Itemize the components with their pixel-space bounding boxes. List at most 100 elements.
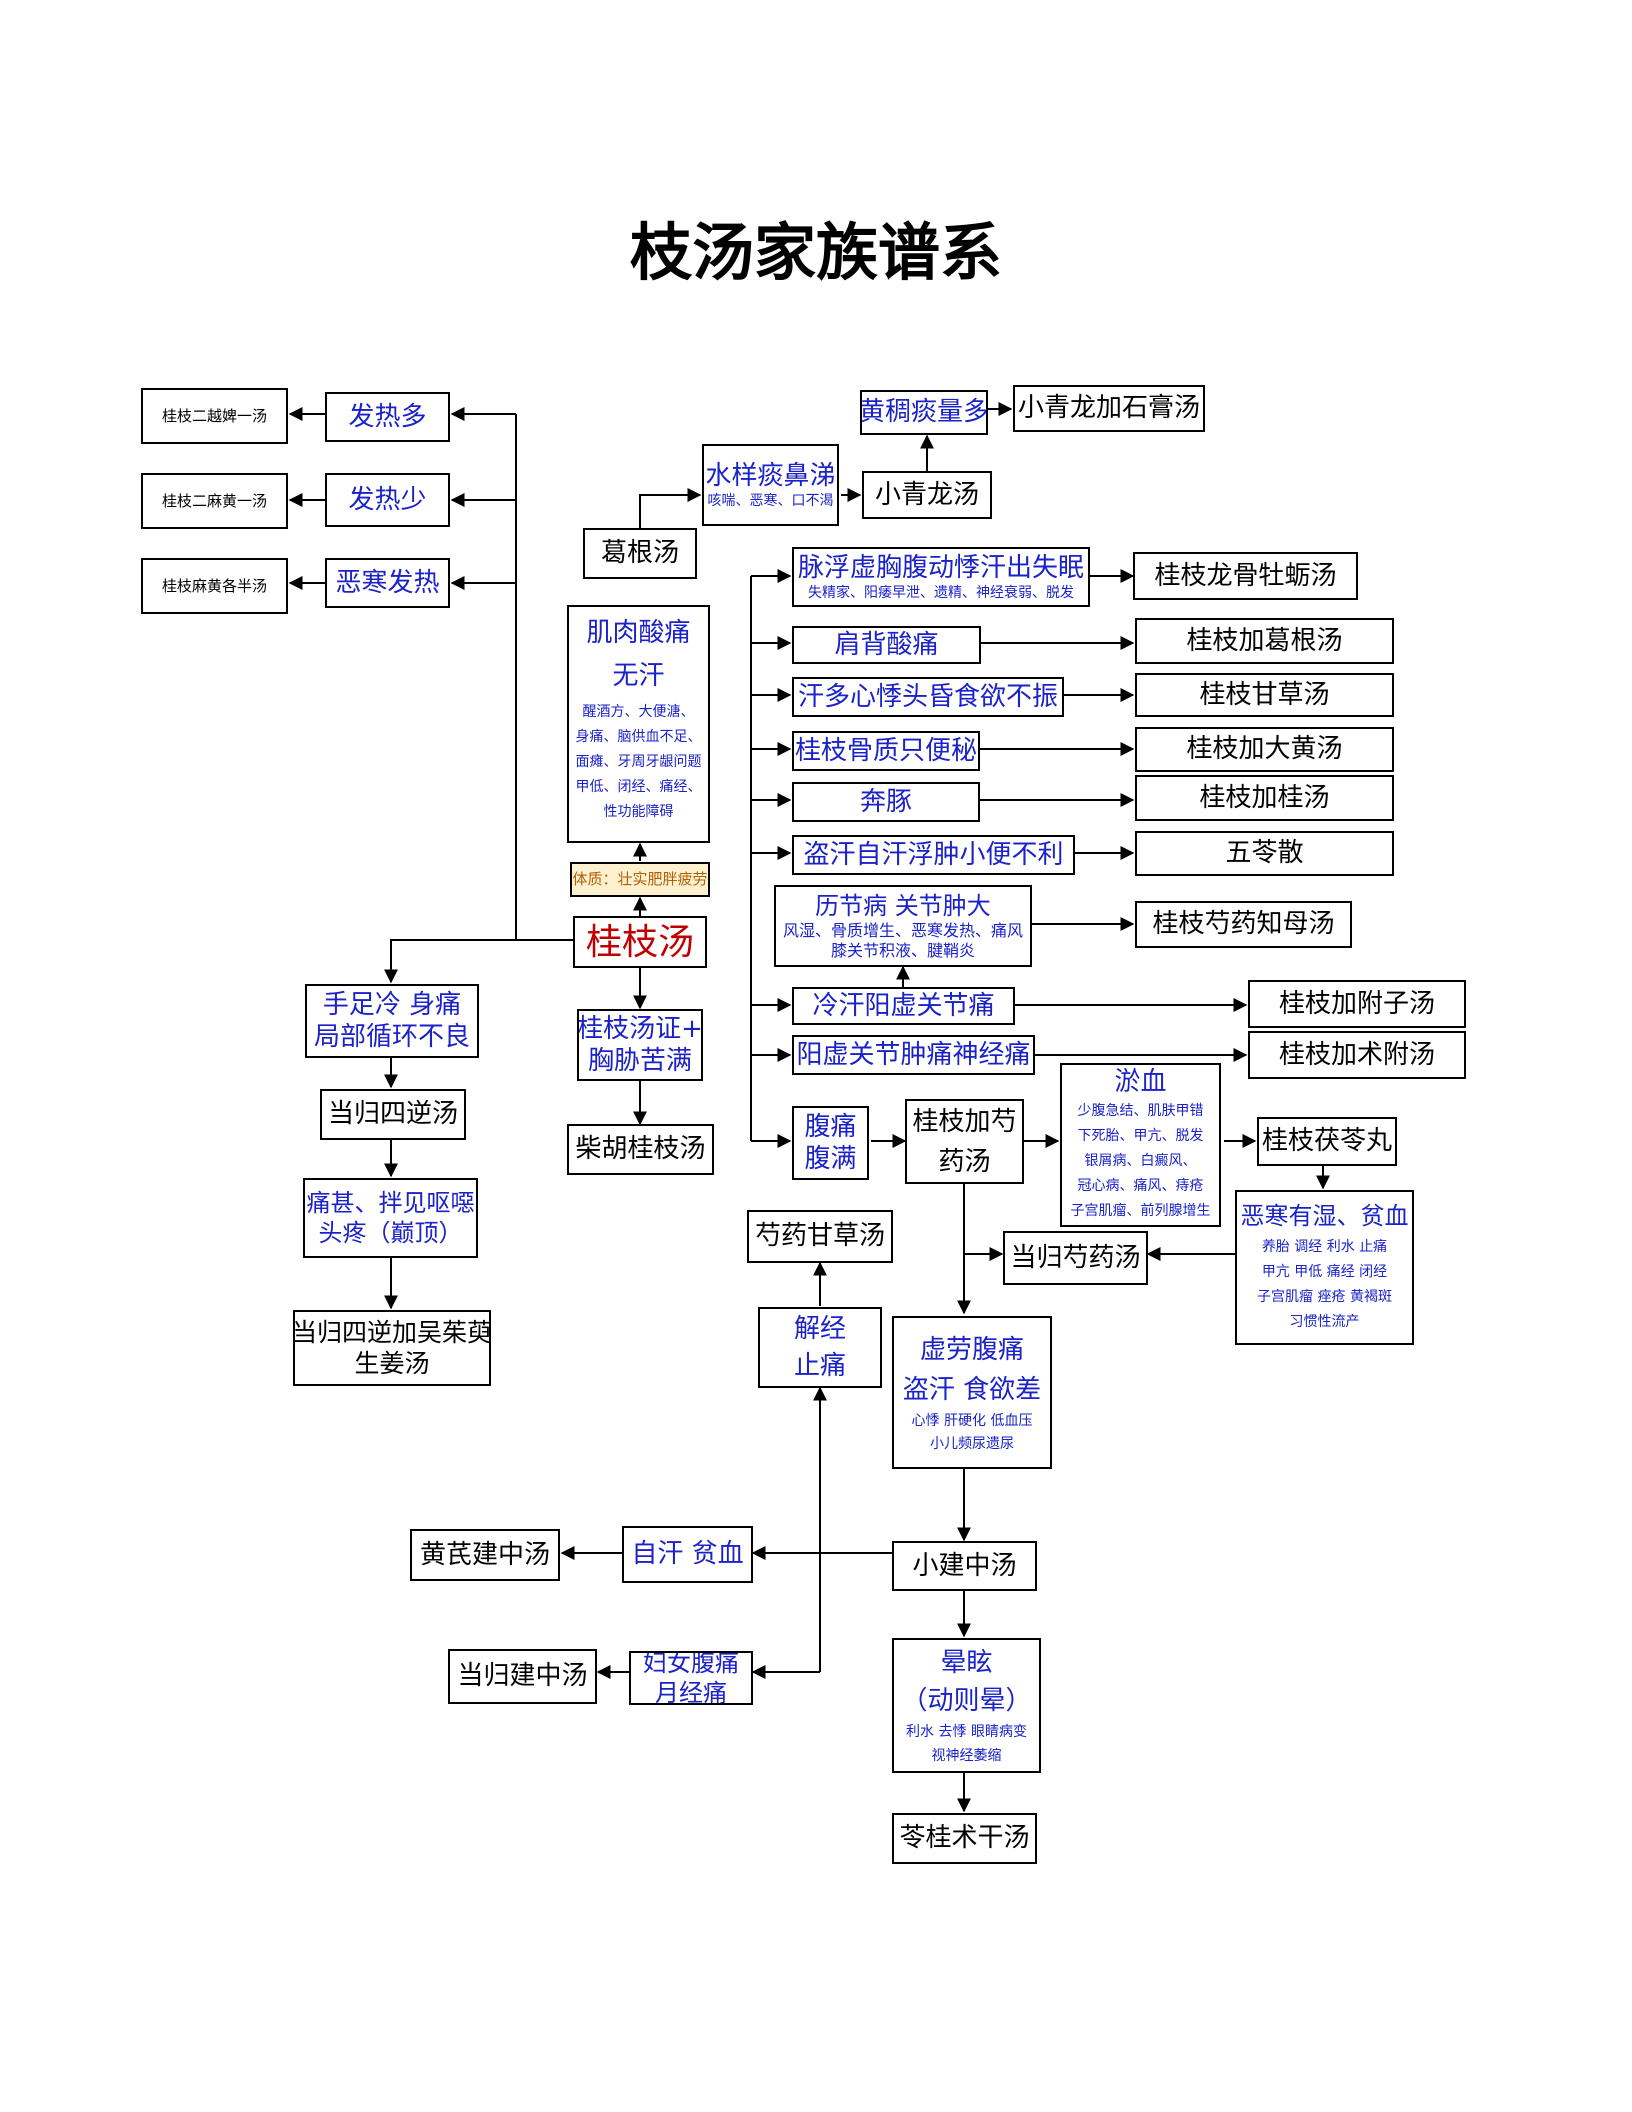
node-label: 桂枝汤 — [585, 921, 694, 963]
formula-shaoyao-zhimu[interactable]: 桂枝芍药知母汤 — [1135, 901, 1352, 948]
node-label: 恶寒发热 — [335, 567, 440, 598]
formula-guizhi-mahuang-geban[interactable]: 桂枝麻黄各半汤 — [141, 558, 288, 614]
formula-jiagui[interactable]: 桂枝加桂汤 — [1135, 775, 1394, 821]
symptom-lenghan[interactable]: 冷汗阳虚关节痛 — [792, 987, 1015, 1025]
formula-danggui-sini[interactable]: 当归四逆汤 — [320, 1089, 466, 1140]
node-sub: 咳喘、恶寒、口不渴 — [707, 492, 834, 509]
node-label: 盗汗自汗浮肿小便不利 — [803, 839, 1064, 870]
node-label: 黄芪建中汤 — [419, 1539, 550, 1570]
formula-shufu[interactable]: 桂枝加术附汤 — [1248, 1031, 1466, 1079]
formula-danggui-shaoyao[interactable]: 当归芍药汤 — [1003, 1231, 1148, 1285]
node-sub: 醒酒方、大便溏、 — [582, 704, 695, 720]
node-label: 桂枝芍药知母汤 — [1152, 909, 1335, 940]
symptom-yangxu[interactable]: 阳虚关节肿痛神经痛 — [792, 1035, 1035, 1075]
formula-fuling-wan[interactable]: 桂枝茯苓丸 — [1257, 1117, 1397, 1166]
symptom-jiejing[interactable]: 解经 止痛 — [758, 1307, 882, 1388]
root-guizhi-tang[interactable]: 桂枝汤 — [573, 916, 707, 968]
formula-gegen[interactable]: 葛根汤 — [583, 528, 697, 579]
symptom-maifu[interactable]: 脉浮虚胸腹动悸汗出失眠 失精家、阳痿早泄、遗精、神经衰弱、脱发 — [792, 547, 1090, 607]
node-sub: 少腹急结、肌肤甲错 — [1077, 1102, 1204, 1119]
formula-xiaoqinglong-shigao[interactable]: 小青龙加石膏汤 — [1013, 385, 1205, 432]
node-label: 晕眩 — [940, 1647, 993, 1678]
node-label: 当归建中汤 — [457, 1661, 588, 1692]
node-label: 小青龙加石膏汤 — [1017, 393, 1200, 424]
formula-chaihu-guizhi[interactable]: 柴胡桂枝汤 — [567, 1124, 714, 1175]
formula-xiaoqinglong[interactable]: 小青龙汤 — [862, 471, 992, 519]
node-label: 桂枝加附子汤 — [1278, 988, 1435, 1019]
symptom-futong[interactable]: 腹痛 腹满 — [792, 1106, 869, 1180]
symptom-zihan[interactable]: 自汗 贫血 — [622, 1526, 753, 1583]
node-label: 桂枝加芍 — [912, 1106, 1017, 1137]
formula-shaoyao-gancao[interactable]: 芍药甘草汤 — [747, 1210, 893, 1263]
formula-longgu-muli[interactable]: 桂枝龙骨牡蛎汤 — [1133, 552, 1358, 600]
node-label: 小建中汤 — [912, 1550, 1017, 1581]
symptom-tongshen[interactable]: 痛甚、拌见呕噁 头疼（巅顶） — [303, 1178, 478, 1258]
formula-wuzhuyu[interactable]: 当归四逆加吴茱萸 生姜汤 — [293, 1310, 491, 1386]
node-label: 阳虚关节肿痛神经痛 — [796, 1039, 1031, 1070]
symptom-lijie[interactable]: 历节病 关节肿大 风湿、骨质增生、恶寒发热、痛风 膝关节积液、腱鞘炎 — [774, 885, 1032, 967]
page-title: 枝汤家族谱系 — [629, 215, 1002, 289]
formula-danggui-jianzhong[interactable]: 当归建中汤 — [448, 1649, 597, 1704]
symptom-daohan[interactable]: 盗汗自汗浮肿小便不利 — [792, 835, 1075, 875]
node-label: 肩背酸痛 — [834, 629, 939, 660]
node-label: 局部循环不良 — [313, 1022, 470, 1052]
edge-root-left — [384, 939, 573, 984]
node-sub: 面瘫、牙周牙龈问题 — [575, 754, 702, 770]
node-label: 桂枝甘草汤 — [1199, 679, 1330, 710]
node-label: 桂枝汤证+ — [577, 1013, 703, 1044]
symptom-huangchou[interactable]: 黄稠痰量多 — [860, 390, 988, 435]
formula-gancao[interactable]: 桂枝甘草汤 — [1135, 673, 1394, 717]
node-label: 无汗 — [612, 660, 665, 691]
formula-xiaojianzhong[interactable]: 小建中汤 — [892, 1541, 1037, 1591]
node-sub: 性功能障碍 — [603, 804, 674, 820]
symptom-yuxue[interactable]: 淤血 少腹急结、肌肤甲错 下死胎、甲亢、脱发 银屑病、白癜风、 冠心病、痛风、痔… — [1060, 1063, 1221, 1227]
node-label: 自汗 贫血 — [631, 1539, 744, 1570]
formula-guizhi-ermahuang[interactable]: 桂枝二麻黄一汤 — [141, 473, 288, 529]
symptom-shouzu[interactable]: 手足冷 身痛 局部循环不良 — [305, 984, 479, 1058]
symptom-wuhan-youshi[interactable]: 恶寒有湿、贫血 养胎 调经 利水 止痛 甲亢 甲低 痛经 闭经 子宫肌瘤 痤疮 … — [1235, 1190, 1414, 1345]
symptom-bentun[interactable]: 奔豚 — [792, 782, 980, 822]
node-label: （动则晕） — [901, 1685, 1032, 1716]
node-label: 柴胡桂枝汤 — [575, 1134, 706, 1165]
symptom-guzhi[interactable]: 桂枝骨质只便秘 — [792, 731, 980, 771]
node-label: 桂枝加桂汤 — [1199, 782, 1330, 813]
node-sub: 身痛、脑供血不足、 — [575, 729, 702, 745]
node-sub: 视神经萎缩 — [931, 1747, 1002, 1764]
node-sub: 下死胎、甲亢、脱发 — [1077, 1127, 1204, 1144]
node-label: 脉浮虚胸腹动悸汗出失眠 — [797, 553, 1084, 583]
edge-gegen-shuiyang — [639, 488, 702, 528]
symptom-fare-shao[interactable]: 发热少 — [325, 473, 450, 527]
node-label: 解经 — [793, 1313, 846, 1344]
symptom-yunxuan[interactable]: 晕眩 （动则晕） 利水 去悸 眼睛病变 视神经萎缩 — [892, 1638, 1041, 1773]
formula-jia-gegen[interactable]: 桂枝加葛根汤 — [1135, 618, 1394, 664]
symptom-fare-duo[interactable]: 发热多 — [325, 392, 450, 442]
symptom-handuo[interactable]: 汗多心悸头昏食欲不振 — [792, 677, 1064, 717]
formula-linggui-zhugan[interactable]: 苓桂术干汤 — [892, 1813, 1037, 1864]
symptom-funv[interactable]: 妇女腹痛 月经痛 — [629, 1651, 753, 1705]
node-label: 五苓散 — [1225, 838, 1304, 869]
node-label: 芍药甘草汤 — [754, 1221, 885, 1252]
formula-wuling[interactable]: 五苓散 — [1135, 831, 1394, 876]
symptom-xulao[interactable]: 虚劳腹痛 盗汗 食欲差 心悸 肝硬化 低血压 小儿频尿遗尿 — [892, 1316, 1052, 1469]
symptom-jirou[interactable]: 肌肉酸痛 无汗 醒酒方、大便溏、 身痛、脑供血不足、 面瘫、牙周牙龈问题 甲低、… — [567, 605, 710, 843]
node-label: 桂枝加葛根汤 — [1186, 625, 1343, 656]
node-label: 桂枝二麻黄一汤 — [161, 491, 267, 510]
node-sub: 子宫肌瘤 痤疮 黄褐斑 — [1257, 1288, 1392, 1305]
symptom-shuiyang[interactable]: 水样痰鼻涕 咳喘、恶寒、口不渴 — [702, 444, 839, 526]
node-label: 发热少 — [348, 484, 427, 515]
node-label: 胸胁苦满 — [587, 1046, 692, 1076]
formula-fuzi[interactable]: 桂枝加附子汤 — [1248, 980, 1466, 1028]
node-label: 黄稠痰量多 — [860, 397, 988, 428]
formula-huangqi-jianzhong[interactable]: 黄芪建中汤 — [410, 1529, 560, 1581]
formula-guizhi-erhuai[interactable]: 桂枝二越婢一汤 — [141, 388, 288, 444]
symptom-zheng-xiong[interactable]: 桂枝汤证+ 胸胁苦满 — [577, 1009, 703, 1081]
symptom-jianbei[interactable]: 肩背酸痛 — [792, 626, 981, 664]
formula-dahuang[interactable]: 桂枝加大黄汤 — [1135, 727, 1394, 772]
node-label: 生姜汤 — [354, 1349, 430, 1378]
node-label: 水样痰鼻涕 — [705, 461, 836, 491]
symptom-wuhan-fare[interactable]: 恶寒发热 — [325, 558, 450, 608]
node-label: 头疼（巅顶） — [318, 1219, 463, 1247]
node-label: 桂枝麻黄各半汤 — [161, 576, 267, 595]
formula-jia-shaoyao[interactable]: 桂枝加芍 药汤 — [905, 1099, 1024, 1184]
